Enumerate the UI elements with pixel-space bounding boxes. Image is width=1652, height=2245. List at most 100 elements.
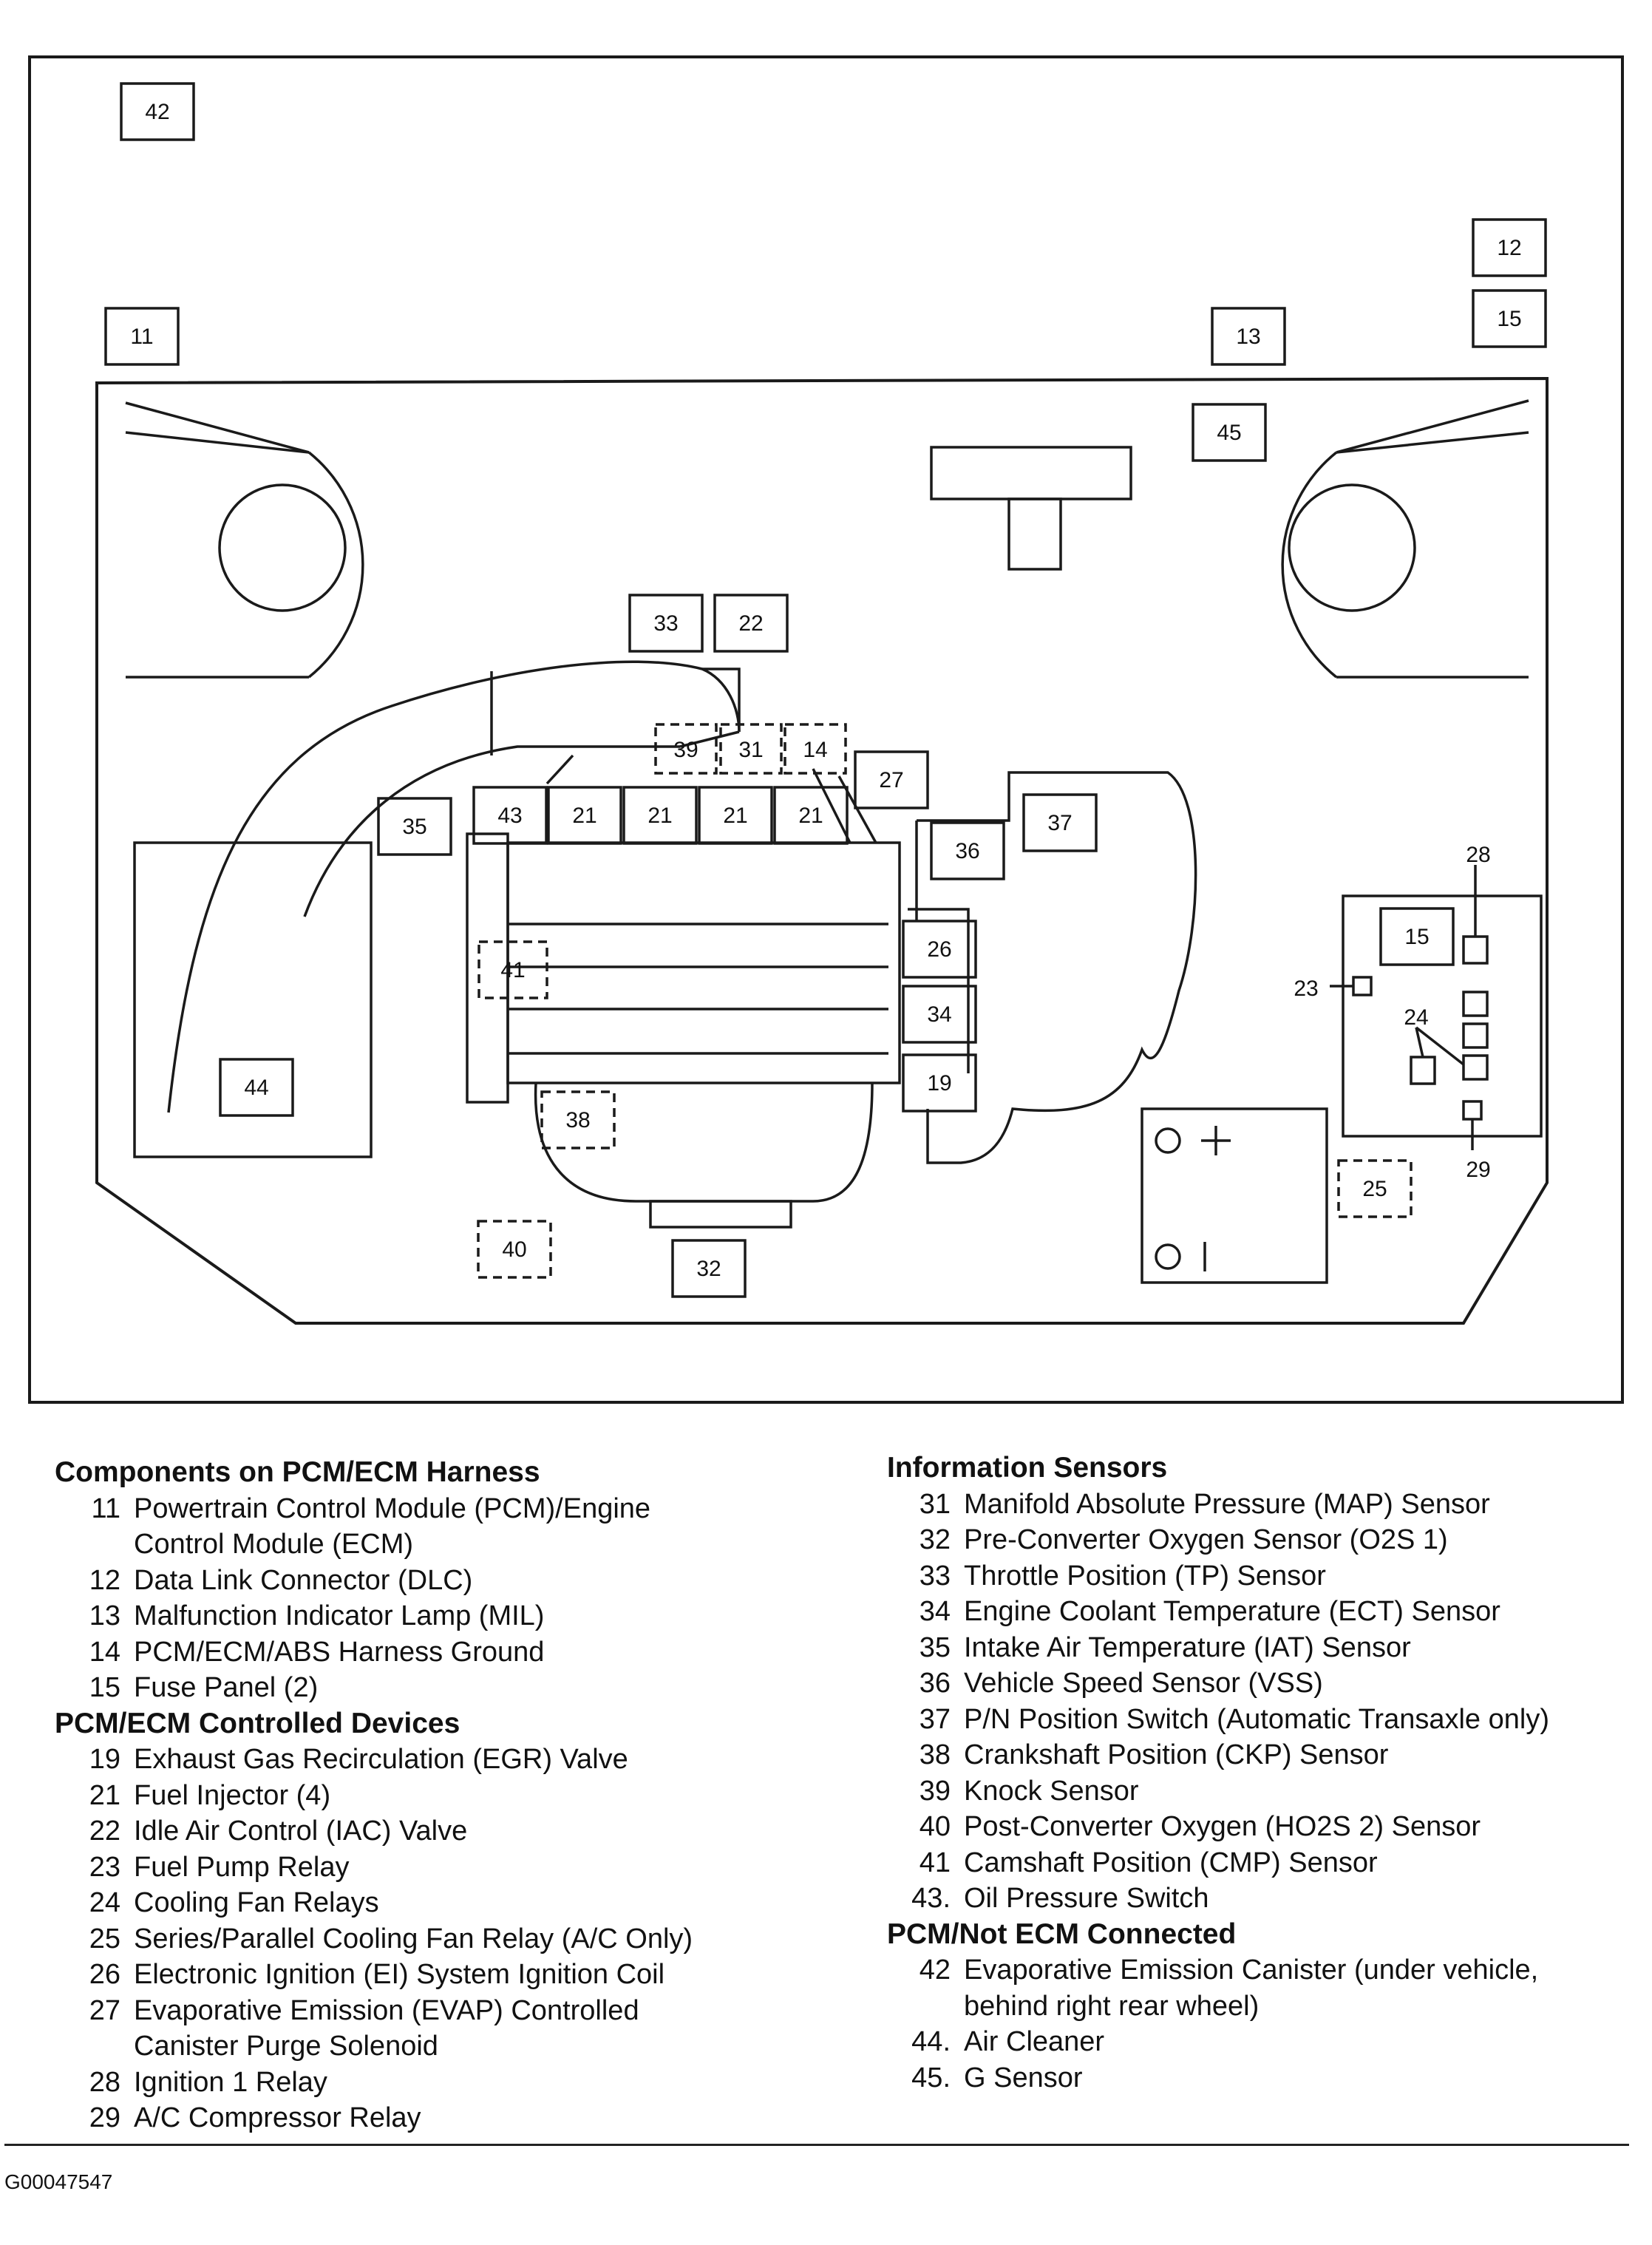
legend-item: 22 Idle Air Control (IAC) Valve [55,1813,853,1850]
svg-text:44: 44 [244,1076,268,1100]
legend-item-text: Series/Parallel Cooling Fan Relay (A/C O… [134,1923,693,1954]
legend-item-number [55,2028,134,2065]
svg-text:12: 12 [1497,236,1521,260]
legend-item-number: 34 [919,1596,951,1627]
callout-box: 21 [773,786,849,845]
legend-item-text: A/C Compressor Relay [134,2102,421,2133]
legend-item-text: PCM/ECM/ABS Harness Ground [134,1636,545,1668]
callout-box: 12 [1472,218,1547,277]
legend-item-number: 35 [919,1631,951,1663]
legend-item-number: 26 [89,1959,120,1990]
callout-label: 28 [1466,843,1490,867]
svg-text:40: 40 [502,1237,526,1262]
callout-box: 32 [671,1239,747,1298]
callout-label: 24 [1404,1005,1428,1030]
legend-item-text: Exhaust Gas Recirculation (EGR) Valve [134,1744,628,1775]
legend-item: 26 Electronic Ignition (EI) System Igniti… [55,1957,853,1993]
legend-item: 33 Throttle Position (TP) Sensor [887,1558,1652,1594]
svg-text:15: 15 [1404,925,1429,949]
svg-text:21: 21 [647,804,672,828]
legend-item-number: 45. [911,2062,951,2093]
callout-box-dashed: 41 [477,940,548,999]
legend-item-text: Pre-Converter Oxygen Sensor (O2S 1) [964,1524,1448,1555]
legend-item-number: 44. [911,2026,951,2057]
legend-item-number: 24 [89,1887,120,1918]
legend-item: 25 Series/Parallel Cooling Fan Relay (A/C… [55,1921,853,1957]
legend-item-text: Fuse Panel (2) [134,1672,319,1703]
legend-item-text: behind right rear wheel) [964,1990,1260,2022]
legend-item: Control Module (ECM) [55,1526,853,1563]
legend-item-text: Oil Pressure Switch [964,1883,1209,1914]
left-strut-tower [125,401,364,679]
callout-box: 37 [1022,793,1098,852]
legend-item: 14 PCM/ECM/ABS Harness Ground [55,1634,853,1671]
svg-text:37: 37 [1047,811,1072,835]
svg-text:35: 35 [402,815,426,839]
legend-item-number [887,1988,964,2025]
legend-item-text: Throttle Position (TP) Sensor [964,1560,1326,1592]
callout-box: 26 [902,920,977,979]
legend-item-number: 14 [89,1636,120,1668]
callout-box: 21 [698,786,773,845]
svg-text:13: 13 [1236,325,1260,349]
callout-box: 19 [902,1053,977,1113]
callout-box-dashed: 40 [477,1220,552,1279]
svg-text:21: 21 [798,804,823,828]
legend-section-heading: PCM/ECM Controlled Devices [55,1707,460,1739]
legend-item-number: 40 [919,1811,951,1842]
legend-item-number: 23 [89,1851,120,1883]
svg-text:22: 22 [738,611,763,636]
legend-item-text: Fuel Pump Relay [134,1851,350,1883]
legend-item: Canister Purge Solenoid [55,2028,853,2065]
svg-text:21: 21 [723,804,747,828]
legend-item-number: 42 [919,1954,951,1986]
legend-section-heading: Components on PCM/ECM Harness [55,1456,540,1488]
callout-box: 15 [1379,907,1455,966]
legend-item-number: 13 [89,1600,120,1631]
legend-item-number: 21 [89,1779,120,1811]
callout-box: 22 [713,594,789,653]
callout-box: 43 [472,786,548,845]
legend-item-number: 33 [919,1560,951,1592]
svg-text:38: 38 [565,1108,590,1132]
legend-item: 32 Pre-Converter Oxygen Sensor (O2S 1) [887,1522,1652,1558]
svg-text:31: 31 [738,738,763,762]
svg-text:19: 19 [927,1071,951,1096]
callout-label: 23 [1294,977,1318,1001]
callout-box: 11 [104,307,180,366]
svg-text:26: 26 [927,937,951,962]
svg-text:21: 21 [572,804,596,828]
legend-item-number: 39 [919,1775,951,1807]
callout-box-dashed: 25 [1337,1159,1413,1218]
legend-item-text: Data Link Connector (DLC) [134,1564,473,1596]
legend-item-number: 22 [89,1816,120,1847]
legend-item-number: 29 [89,2102,120,2133]
callout-box: 27 [854,750,929,809]
legend-item-text: G Sensor [964,2062,1083,2093]
svg-text:15: 15 [1497,307,1521,331]
legend-item-text: Canister Purge Solenoid [134,2031,438,2062]
callout-box: 34 [902,985,977,1044]
legend-item-text: Idle Air Control (IAC) Valve [134,1816,468,1847]
callout-box: 45 [1192,403,1267,462]
legend-item: 44.Air Cleaner [887,2024,1652,2060]
legend-item-number: 28 [89,2066,120,2098]
legend-item-number: 32 [919,1524,951,1555]
footer-rule [4,2144,1629,2146]
legend-item-number: 25 [89,1923,120,1954]
legend-item-text: Electronic Ignition (EI) System Ignition… [134,1959,665,1990]
callout-box: 42 [120,82,195,141]
callout-box-dashed: 14 [783,723,847,775]
